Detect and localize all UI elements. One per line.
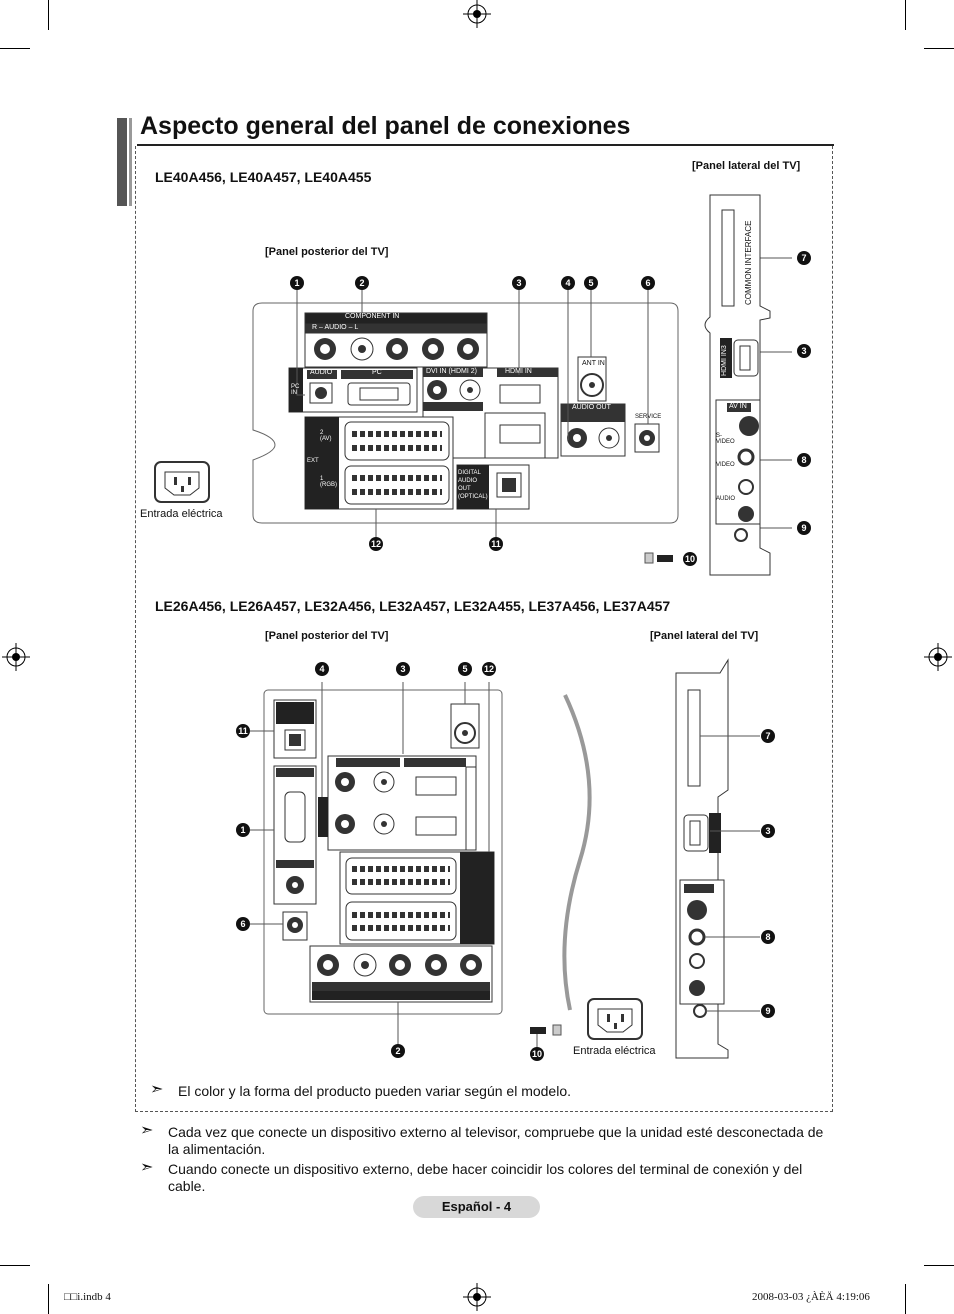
s2-callout-6: 6 — [236, 917, 250, 931]
section1-rear-panel-label: [Panel posterior del TV] — [265, 246, 389, 258]
component-in-label: COMPONENT IN — [345, 313, 400, 320]
print-date-info: 2008-03-03 ¿ÀÈÄ 4:19:06 — [752, 1291, 870, 1303]
callout-10: 10 — [683, 552, 697, 566]
digital-audio-out-label: DIGITAL AUDIO OUT (OPTICAL) — [458, 470, 488, 500]
s2-callout-7: 7 — [761, 729, 775, 743]
section2-power-label: Entrada eléctrica — [573, 1045, 656, 1057]
callout-5: 5 — [584, 276, 598, 290]
crop-mark — [924, 1265, 954, 1266]
pc-label: PC — [372, 369, 382, 376]
section1-models: LE40A456, LE40A457, LE40A455 — [155, 169, 372, 185]
callout-1: 1 — [290, 276, 304, 290]
callout-8: 8 — [797, 453, 811, 467]
crop-mark — [0, 1265, 30, 1266]
s2-callout-1: 1 — [236, 823, 250, 837]
audio-out-label: AUDIO OUT — [572, 404, 611, 411]
callout-11: 11 — [489, 537, 503, 551]
pc-in-label: PC IN — [291, 384, 300, 396]
diagram-frame — [135, 146, 833, 1112]
s2-callout-8: 8 — [761, 930, 775, 944]
hdmi-in-label: HDMI IN — [505, 368, 532, 375]
page-title: Aspecto general del panel de conexiones — [140, 112, 631, 140]
note-arrow-icon: ➣ — [140, 1159, 154, 1176]
callout-7: 7 — [797, 251, 811, 265]
s2-callout-5: 5 — [458, 662, 472, 676]
note-arrow-icon: ➣ — [150, 1081, 164, 1098]
ext-label: EXT — [307, 458, 319, 464]
ant-in-label: ANT IN — [582, 360, 605, 367]
crop-mark — [924, 48, 954, 49]
note-1: Cada vez que conecte un dispositivo exte… — [168, 1124, 824, 1157]
crop-mark — [905, 1284, 906, 1314]
s2-callout-11: 11 — [236, 724, 250, 738]
dvi-in-label: DVI IN (HDMI 2) — [426, 368, 477, 375]
section1-power-label: Entrada eléctrica — [140, 508, 223, 520]
s2-callout-2: 2 — [391, 1044, 405, 1058]
s2-callout-10: 10 — [530, 1047, 544, 1061]
section1-side-panel-label: [Panel lateral del TV] — [692, 160, 801, 172]
crop-mark — [0, 48, 30, 49]
av-in-label: AV IN — [729, 403, 747, 410]
s-video-label: S-VIDEO — [716, 433, 735, 445]
s2-callout-4: 4 — [315, 662, 329, 676]
s2-callout-9: 9 — [761, 1004, 775, 1018]
section2-rear-panel-label: [Panel posterior del TV] — [265, 630, 389, 642]
s2-callout-3-side: 3 — [761, 824, 775, 838]
page-number-badge: Español - 4 — [413, 1196, 540, 1218]
video-label: VIDEO — [716, 462, 735, 468]
callout-4: 4 — [561, 276, 575, 290]
callout-12: 12 — [369, 537, 383, 551]
title-accent-bar — [129, 118, 132, 206]
title-accent-bar — [117, 118, 127, 206]
callout-2: 2 — [355, 276, 369, 290]
crop-mark — [48, 0, 49, 30]
section2-models: LE26A456, LE26A457, LE32A456, LE32A457, … — [155, 598, 671, 614]
note-2: Cuando conecte un dispositivo externo, d… — [168, 1161, 803, 1194]
crop-mark — [48, 1284, 49, 1314]
callout-3-side: 3 — [797, 344, 811, 358]
service-label: SERVICE — [635, 414, 662, 420]
pc-audio-label: AUDIO — [310, 369, 333, 376]
section2-side-panel-label: [Panel lateral del TV] — [650, 630, 759, 642]
print-file-info: □□i.indb 4 — [64, 1291, 111, 1303]
callout-3: 3 — [512, 276, 526, 290]
audio-lr-label: R – AUDIO – L — [312, 324, 359, 331]
note-arrow-icon: ➣ — [140, 1122, 154, 1139]
callout-9: 9 — [797, 521, 811, 535]
title-rule — [137, 144, 834, 146]
callout-6: 6 — [641, 276, 655, 290]
ext1-label: 1 (RGB) — [320, 476, 337, 488]
audio-side-label: AUDIO — [716, 496, 736, 502]
crop-mark — [905, 0, 906, 30]
ext2-label: 2 (AV) — [320, 430, 332, 442]
s2-callout-12: 12 — [482, 662, 496, 676]
box-note: El color y la forma del producto pueden … — [178, 1083, 571, 1099]
s2-callout-3: 3 — [396, 662, 410, 676]
